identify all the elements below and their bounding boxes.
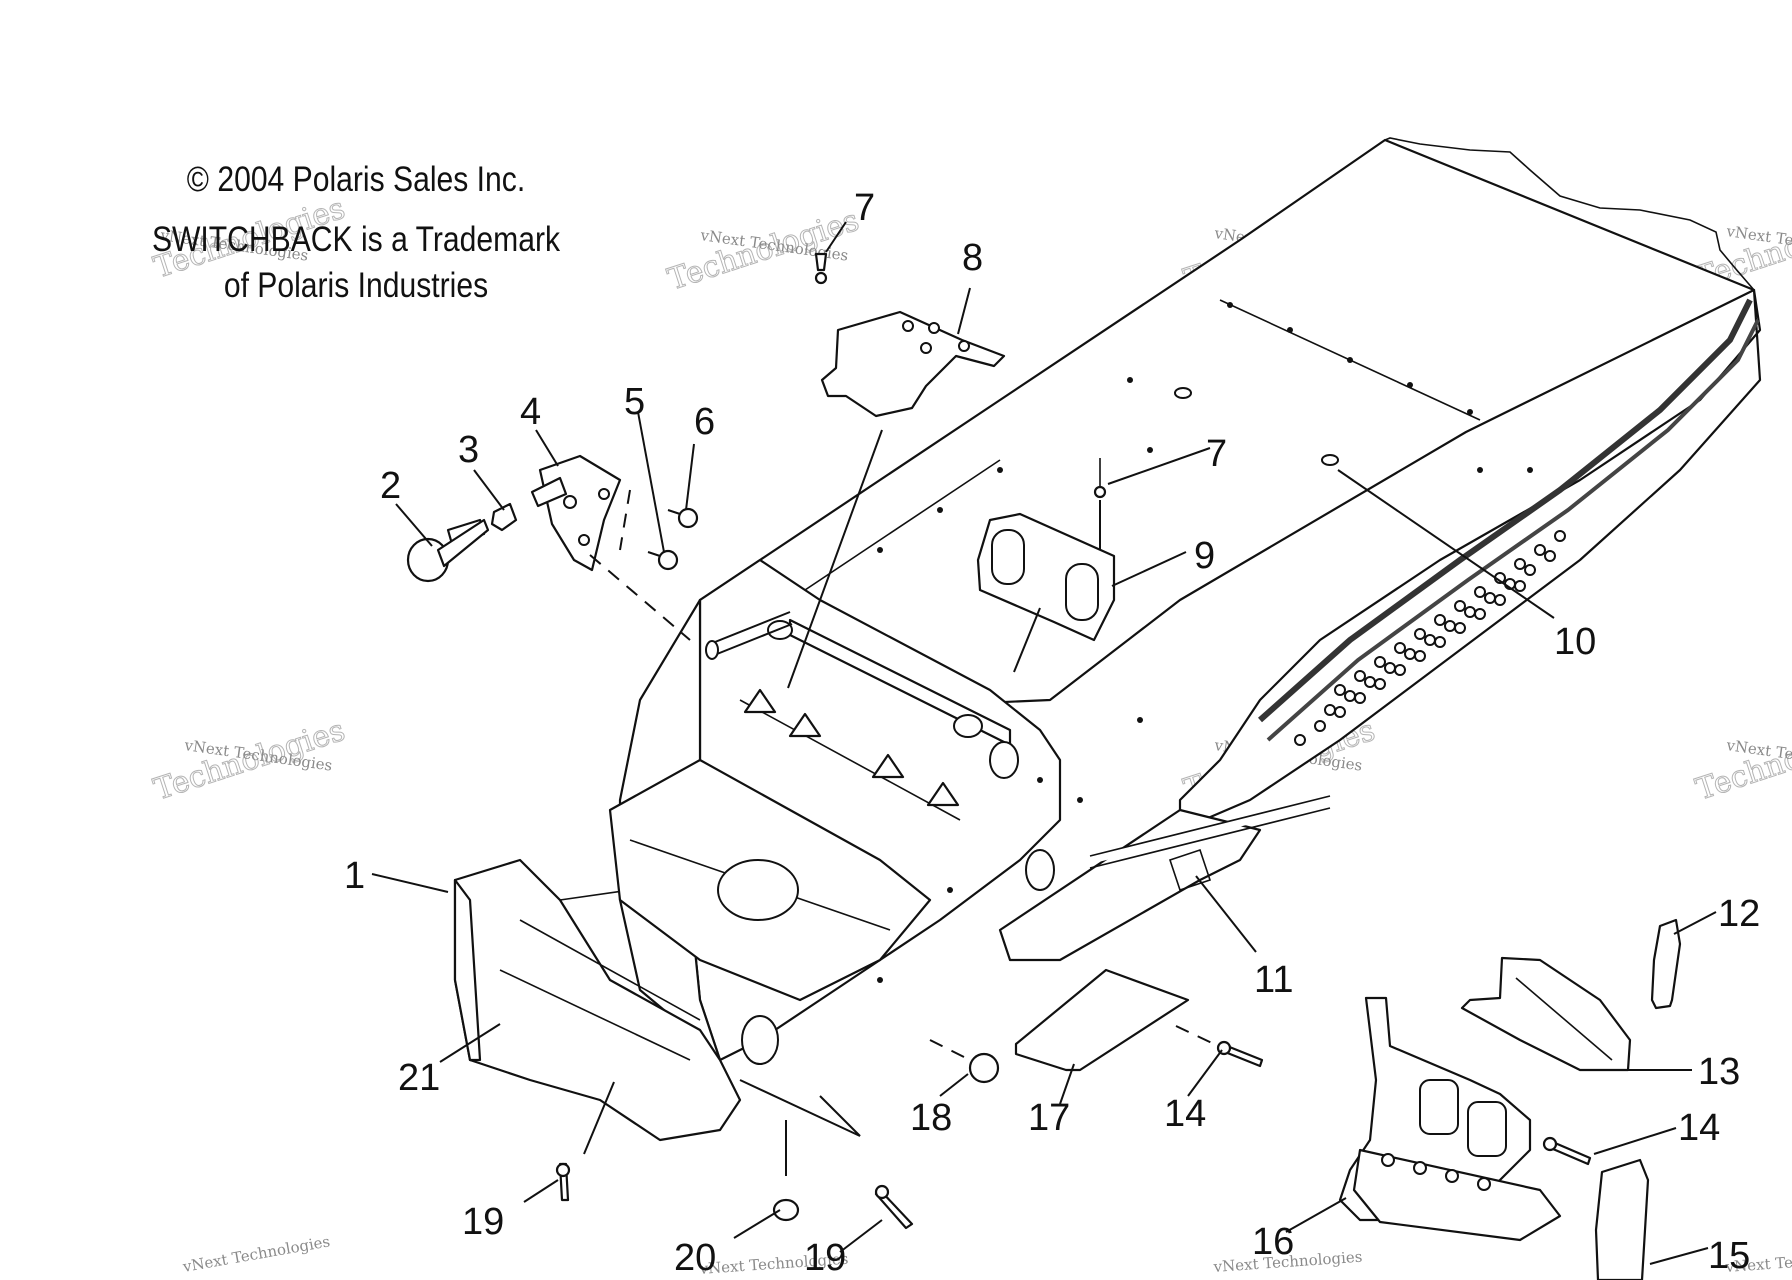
callout-9: 9 <box>1194 535 1215 577</box>
watermark-5: Technologies vNext Technologies <box>149 712 350 808</box>
part-18-plug <box>968 1052 1000 1084</box>
running-board-perforations <box>1294 530 1566 746</box>
callout-7-mid: 7 <box>1206 433 1227 475</box>
callout-5: 5 <box>624 381 645 423</box>
callout-15: 15 <box>1708 1235 1750 1277</box>
part-19-bolt-b <box>874 1184 914 1230</box>
callout-19-right: 19 <box>804 1237 846 1279</box>
callout-7-top: 7 <box>854 187 875 229</box>
callout-1: 1 <box>344 855 365 897</box>
callout-2: 2 <box>380 465 401 507</box>
part-20-grommet <box>772 1198 800 1222</box>
part-13-heat-shield <box>1460 956 1632 1072</box>
part-6-screw <box>667 507 699 529</box>
callout-19-left: 19 <box>462 1201 504 1243</box>
callout-12: 12 <box>1718 893 1760 935</box>
part-3-nut <box>490 502 518 532</box>
callout-11: 11 <box>1254 959 1293 1001</box>
part-5-screw <box>647 549 679 571</box>
part-15-flap <box>1594 1158 1650 1280</box>
part-16-plate <box>1338 996 1562 1242</box>
watermark-2: Technologies vNext Technologies <box>663 202 864 298</box>
callout-14-right: 14 <box>1678 1107 1720 1149</box>
callout-13: 13 <box>1698 1051 1740 1093</box>
trademark-line: SWITCHBACK is a Trademark <box>151 220 561 259</box>
callout-6: 6 <box>694 401 715 443</box>
part-2-bolt <box>406 518 490 583</box>
watermark-9: vNext Technologies vNext Technologies vN… <box>181 1232 1792 1278</box>
part-17-pad <box>1014 968 1190 1072</box>
callout-8: 8 <box>962 237 983 279</box>
callout-21: 21 <box>398 1057 440 1099</box>
part-4-bracket <box>530 454 622 572</box>
callout-14-mid: 14 <box>1164 1093 1206 1135</box>
callout-4: 4 <box>520 391 541 433</box>
part-7-rivet-top <box>814 252 828 285</box>
callout-20: 20 <box>674 1237 716 1279</box>
watermark-8: Technologies vNext Technologies <box>1691 712 1792 808</box>
part-19-bolt-a <box>555 1162 571 1202</box>
callout-labels: 1 2 3 4 5 6 7 8 7 9 10 11 12 13 14 14 15… <box>344 187 1760 1279</box>
callout-3: 3 <box>458 429 479 471</box>
callout-10: 10 <box>1554 621 1596 663</box>
callout-18: 18 <box>910 1097 952 1139</box>
svg-text:vNext Technologies: vNext Technologies <box>181 1232 332 1276</box>
part-7-rivet-mid <box>1093 458 1107 499</box>
assembly-lines <box>589 489 1215 1176</box>
trademark-owner-line: of Polaris Industries <box>223 266 489 305</box>
part-14-screw-b <box>1542 1136 1592 1166</box>
leader-lines <box>371 221 1717 1265</box>
part-9-plate <box>976 512 1116 642</box>
copyright-line: © 2004 Polaris Sales Inc. <box>186 160 526 199</box>
callout-17: 17 <box>1028 1097 1070 1139</box>
part-8-bracket <box>820 310 1006 418</box>
callout-16: 16 <box>1252 1221 1294 1263</box>
part-14-screw-a <box>1216 1040 1264 1068</box>
part-12-strap <box>1650 918 1682 1010</box>
